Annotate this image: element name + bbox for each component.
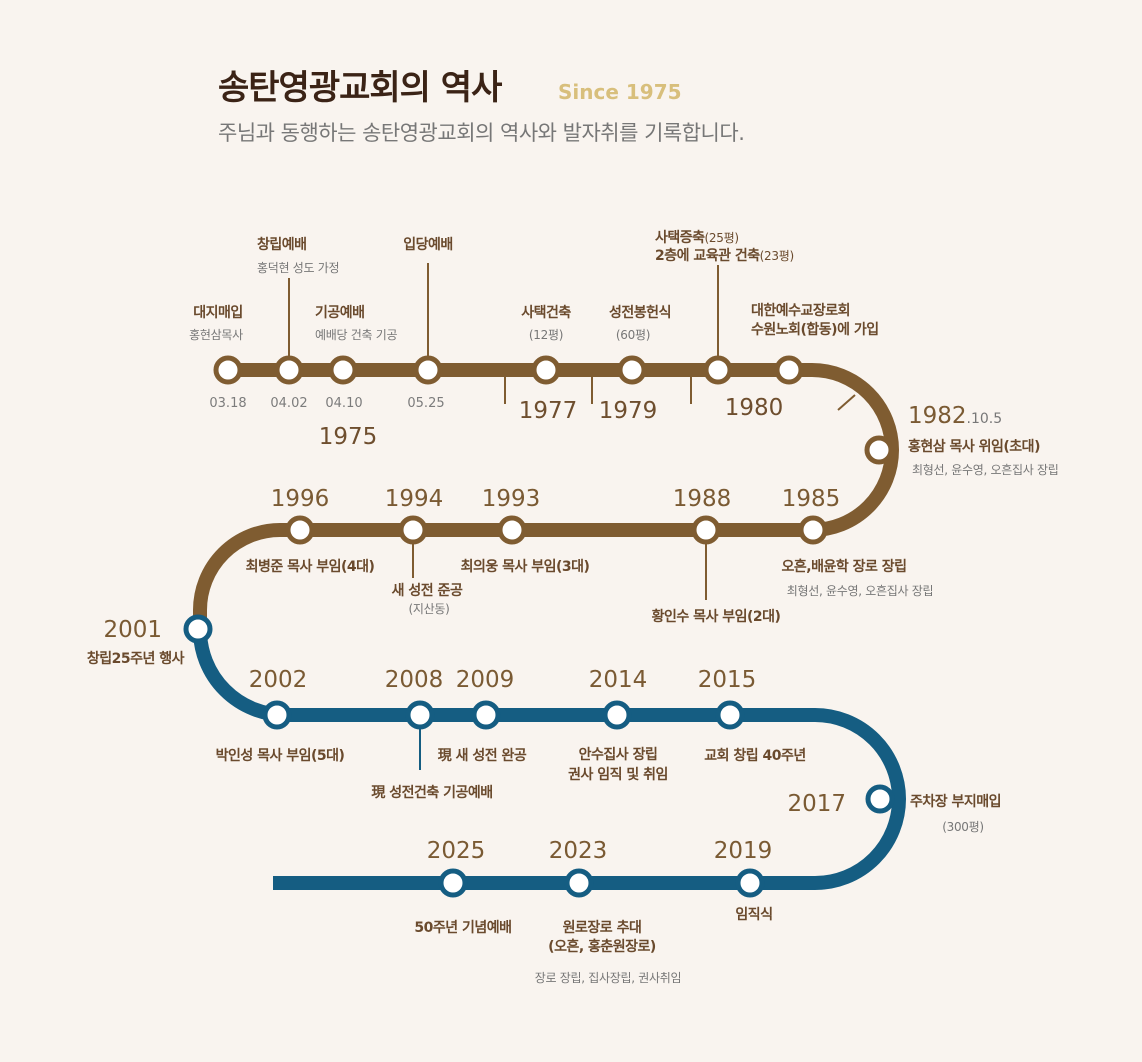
event-1980-label-b1: 대한예수교장로회 <box>751 303 851 319</box>
event-2017-sub: (300평) <box>942 820 984 834</box>
event-1994-sub: (지산동) <box>408 602 450 616</box>
year-1979: 1979 <box>598 398 658 424</box>
node-2023 <box>564 868 594 898</box>
event-1975-0318-sub: 홍현삼목사 <box>189 328 243 342</box>
year-1982: 1982 <box>908 403 967 429</box>
event-1979-sub: (60평) <box>615 328 651 342</box>
node-2019 <box>735 868 765 898</box>
event-1977-label: 사택건축 <box>521 305 571 321</box>
event-1975-0410-date: 04.10 <box>325 396 363 411</box>
event-1980-label-a1-small: (25평) <box>704 231 739 245</box>
event-2008-label: 現 성전건축 기공예배 <box>371 785 493 801</box>
node-2025 <box>438 868 468 898</box>
event-2015-label: 교회 창립 40주년 <box>704 748 806 764</box>
event-1985-label: 오흔,배윤학 장로 장립 <box>781 559 908 575</box>
year-1980: 1980 <box>724 395 784 421</box>
event-2019-label: 임직식 <box>735 907 773 923</box>
year-2017: 2017 <box>787 791 846 817</box>
year-1993: 1993 <box>481 486 541 512</box>
year-1988: 1988 <box>672 486 732 512</box>
event-1975-0410-label: 기공예배 <box>315 305 365 321</box>
year-2008: 2008 <box>384 667 444 693</box>
year-1994: 1994 <box>384 486 444 512</box>
node-1979 <box>617 355 647 385</box>
event-1975-0525-label: 입당예배 <box>403 237 453 253</box>
node-2001 <box>183 614 213 644</box>
node-0402 <box>274 355 304 385</box>
event-2009-label: 現 새 성전 완공 <box>437 748 527 764</box>
year-1996: 1996 <box>270 486 330 512</box>
event-1982-date: .10.5 <box>966 411 1003 427</box>
node-0410 <box>328 355 358 385</box>
node-1977 <box>531 355 561 385</box>
year-1977: 1977 <box>518 398 578 424</box>
event-1982-label: 홍현삼 목사 위임(초대) <box>908 439 1040 455</box>
node-1982 <box>864 435 894 465</box>
event-1982-year-wrap: 1982.10.5 <box>908 403 1002 429</box>
event-1975-0402-date: 04.02 <box>270 396 308 411</box>
event-1980-label-a2-small: (23평) <box>759 249 794 263</box>
event-1993-label: 최의웅 목사 부임(3대) <box>460 559 590 575</box>
year-2002: 2002 <box>248 667 308 693</box>
node-2009 <box>471 700 501 730</box>
event-1980-label-a2: 2층에 교육관 건축(23평) <box>655 245 794 265</box>
event-1980-label-a1-text: 사택증축 <box>655 230 705 246</box>
year-2014: 2014 <box>588 667 648 693</box>
event-2001-label: 창립25주년 행사 <box>86 651 185 667</box>
year-2025: 2025 <box>426 838 486 864</box>
event-1975-0402-label: 창립예배 <box>257 237 307 253</box>
event-1985-sub: 최형선, 윤수영, 오흔집사 장립 <box>786 584 934 598</box>
event-1975-0318-date: 03.18 <box>209 396 247 411</box>
connector-lines <box>288 263 856 600</box>
year-2015: 2015 <box>697 667 757 693</box>
event-2025-label: 50주년 기념예배 <box>414 920 512 936</box>
node-2017 <box>865 784 895 814</box>
event-1975-0402-sub: 홍덕현 성도 가정 <box>257 261 340 275</box>
node-0318 <box>213 355 243 385</box>
since-label: Since 1975 <box>558 80 682 104</box>
node-1980a <box>703 355 733 385</box>
event-2002-label: 박인성 목사 부임(5대) <box>215 748 345 764</box>
event-1975-0410-sub: 예배당 건축 기공 <box>315 328 398 342</box>
event-2023-sub: 장로 장립, 집사장립, 권사취임 <box>534 971 682 985</box>
node-1994 <box>398 515 428 545</box>
event-1996-label: 최병준 목사 부임(4대) <box>245 559 375 575</box>
event-1994-label: 새 성전 준공 <box>391 583 463 599</box>
node-1980b <box>774 355 804 385</box>
node-2002 <box>262 700 292 730</box>
event-1980-label-a1: 사택증축(25평) <box>655 227 739 247</box>
event-2023-label2: (오흔, 홍춘원장로) <box>548 939 656 955</box>
event-1980-label-b2: 수원노회(합동)에 가입 <box>751 322 879 338</box>
node-0525 <box>413 355 443 385</box>
year-2019: 2019 <box>713 838 773 864</box>
event-1982-sub: 최형선, 윤수영, 오흔집사 장립 <box>912 463 1059 477</box>
event-1977-sub: (12평) <box>528 328 564 342</box>
page-title: 송탄영광교회의 역사 <box>218 68 502 108</box>
node-1988 <box>691 515 721 545</box>
node-2015 <box>715 700 745 730</box>
event-1975-0525-date: 05.25 <box>407 396 445 411</box>
page-subtitle: 주님과 동행하는 송탄영광교회의 역사와 발자취를 기록합니다. <box>218 121 745 145</box>
node-1985 <box>798 515 828 545</box>
event-2017-label: 주차장 부지매입 <box>910 794 1002 810</box>
event-2014-label2: 권사 임직 및 취임 <box>568 767 668 783</box>
node-2008 <box>405 700 435 730</box>
event-1979-label: 성전봉헌식 <box>609 305 671 321</box>
event-1988-label: 황인수 목사 부임(2대) <box>651 609 781 625</box>
year-2009: 2009 <box>455 667 515 693</box>
event-1975-0318-label: 대지매입 <box>193 305 243 321</box>
year-1985: 1985 <box>781 486 841 512</box>
node-1996 <box>285 515 315 545</box>
event-1980-label-a2-text: 2층에 교육관 건축 <box>655 248 760 264</box>
event-2014-label1: 안수집사 장립 <box>578 747 658 763</box>
event-2023-label1: 원로장로 추대 <box>562 920 642 936</box>
year-2023: 2023 <box>548 838 608 864</box>
year-1975: 1975 <box>318 424 378 450</box>
year-2001: 2001 <box>103 617 162 643</box>
track-teal <box>193 629 906 890</box>
node-2014 <box>602 700 632 730</box>
node-1993 <box>497 515 527 545</box>
track-brown <box>193 363 899 630</box>
